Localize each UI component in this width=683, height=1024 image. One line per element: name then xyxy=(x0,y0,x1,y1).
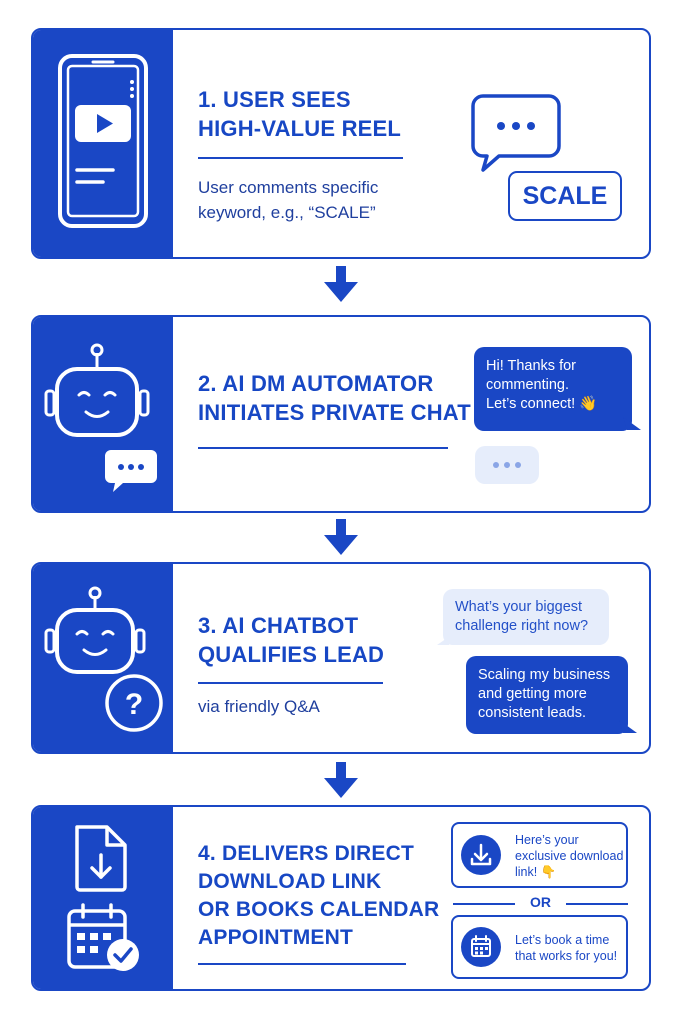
arrow-down-icon xyxy=(324,266,358,302)
or-separator: OR xyxy=(453,893,628,913)
step-2-divider xyxy=(198,447,448,449)
calendar-icon xyxy=(461,927,501,967)
step-1-icon-panel xyxy=(33,30,173,257)
step-3-icon-panel: ? xyxy=(33,564,173,752)
lead-answer-bubble: Scaling my business and getting more con… xyxy=(466,656,628,734)
step-2-icon-panel xyxy=(33,317,173,511)
step-1-subtitle: User comments specific keyword, e.g., “S… xyxy=(198,178,379,222)
step-1-title: 1. USER SEES HIGH-VALUE REEL xyxy=(198,87,402,141)
keyword-badge: SCALE xyxy=(508,171,622,221)
step-3-subtitle: via friendly Q&A xyxy=(198,697,320,716)
arrow-down-icon xyxy=(324,519,358,555)
step-3-card: ? 3. AI CHATBOT QUALIFIES LEAD via frien… xyxy=(31,562,651,754)
question-icon: ? xyxy=(105,674,163,732)
typing-indicator-icon xyxy=(475,446,539,484)
chat-dots-icon xyxy=(471,94,561,172)
step-3-divider xyxy=(198,682,383,684)
document-download-icon xyxy=(75,825,127,892)
qualifying-question-bubble: What’s your biggest challenge right now? xyxy=(443,589,609,645)
book-appointment-text: Let’s book a time that works for you! xyxy=(515,933,618,963)
download-link-text: Here’s your exclusive download link! 👇 xyxy=(515,833,624,879)
download-link-card[interactable]: Here’s your exclusive download link! 👇 xyxy=(451,822,628,888)
step-4-card: 4. DELIVERS DIRECT DOWNLOAD LINK OR BOOK… xyxy=(31,805,651,991)
bubble-tail xyxy=(437,634,453,645)
greeting-message-bubble: Hi! Thanks for commenting. Let’s connect… xyxy=(474,347,632,431)
step-1-card: 1. USER SEES HIGH-VALUE REEL User commen… xyxy=(31,28,651,259)
svg-text:?: ? xyxy=(125,688,143,721)
step-4-icon-panel xyxy=(33,807,173,989)
step-4-divider xyxy=(198,963,406,965)
step-3-title: 3. AI CHATBOT QUALIFIES LEAD xyxy=(198,613,385,667)
book-appointment-card[interactable]: Let’s book a time that works for you! xyxy=(451,915,628,979)
robot-icon xyxy=(44,586,146,674)
step-4-title: 4. DELIVERS DIRECT DOWNLOAD LINK OR BOOK… xyxy=(198,842,440,949)
bubble-tail xyxy=(619,720,637,733)
download-icon xyxy=(461,835,501,875)
keyword-badge-label: SCALE xyxy=(522,181,608,210)
bubble-tail xyxy=(623,417,641,430)
step-2-card: 2. AI DM AUTOMATOR INITIATES PRIVATE CHA… xyxy=(31,315,651,513)
step-2-title: 2. AI DM AUTOMATOR INITIATES PRIVATE CHA… xyxy=(198,371,471,425)
or-label: OR xyxy=(530,894,551,910)
phone-video-icon xyxy=(58,54,148,228)
arrow-down-icon xyxy=(324,762,358,798)
chat-dots-icon xyxy=(105,450,157,492)
step-1-divider xyxy=(198,157,403,159)
calendar-check-icon xyxy=(67,903,139,971)
robot-icon xyxy=(44,343,150,437)
